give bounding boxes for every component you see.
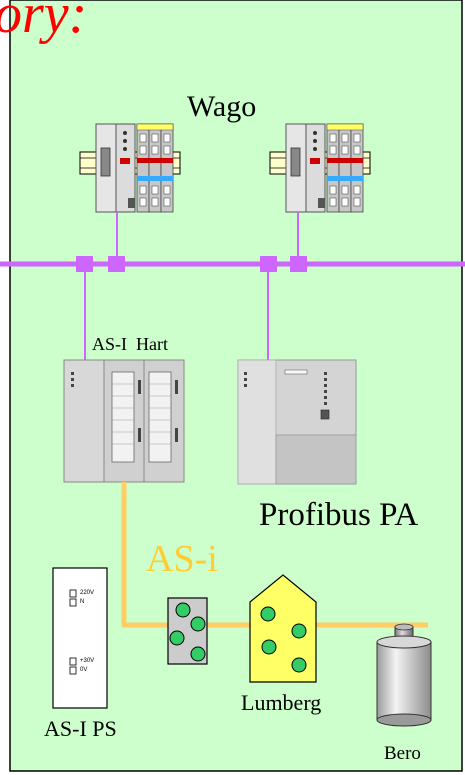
ps-0v-label: 0V	[80, 667, 88, 673]
profibus-pa-label: Profibus PA	[259, 497, 419, 533]
as-i-cable	[121, 482, 428, 628]
bero-sensor	[376, 623, 432, 727]
bus-tap-2	[108, 256, 125, 272]
lumberg-label: Lumberg	[241, 690, 322, 715]
as-i-bus-label: AS-i	[146, 538, 218, 580]
wago-coupler-left	[79, 123, 181, 213]
bus-tap-3	[260, 256, 277, 272]
lumberg-module	[249, 574, 317, 683]
bero-label: Bero	[384, 743, 421, 764]
profibus-pa-module	[237, 359, 357, 485]
as-i-ps-label: AS-I PS	[44, 716, 117, 741]
profibus-line	[0, 212, 465, 372]
as-i-ps-unit	[52, 567, 108, 709]
ps-n-label: N	[80, 599, 85, 605]
ps-30v-label: +30V	[80, 658, 95, 664]
wago-coupler-right	[269, 123, 371, 213]
as-i-hart-label: AS-I Hart	[92, 334, 168, 354]
ps-220v-label: 220V	[80, 590, 95, 596]
wago-label: Wago	[187, 90, 257, 123]
bus-tap-1	[76, 256, 93, 272]
as-i-hart-module	[63, 359, 185, 483]
as-i-slave-module	[167, 597, 208, 665]
heading-fragment: ory:	[0, 0, 88, 45]
bus-tap-4	[290, 256, 307, 272]
